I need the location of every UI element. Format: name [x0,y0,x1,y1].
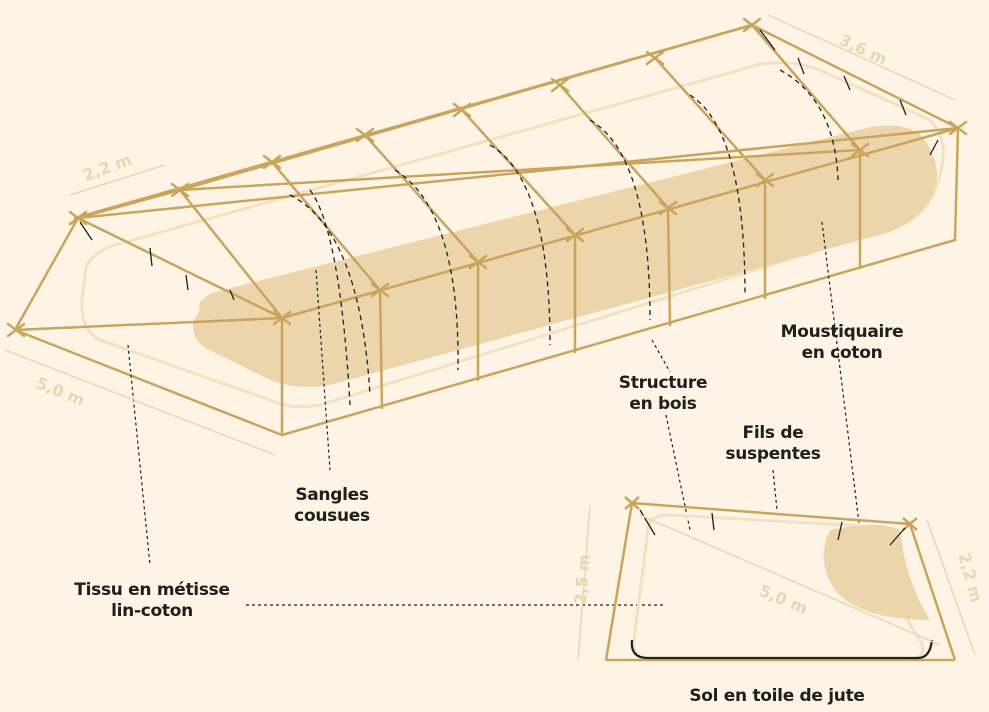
fabric-outline-main [80,61,945,409]
label-fabric: Tissu en métisse lin-coton [74,580,230,621]
side-view [577,496,976,662]
label-structure: Structure en bois [618,373,708,414]
wooden-frame-main [6,17,968,437]
label-mosquito-net: Moustiquaire en coton [780,322,904,363]
label-straps: Sangles cousues [294,485,370,526]
dimension-arrows-main [4,14,956,456]
mosquito-net-main [192,125,938,388]
label-floor: Sol en toile de jute [689,686,865,706]
label-suspension: Fils de suspentes [725,423,821,464]
suspension-threads-main [79,29,939,301]
sewn-straps [289,69,839,406]
